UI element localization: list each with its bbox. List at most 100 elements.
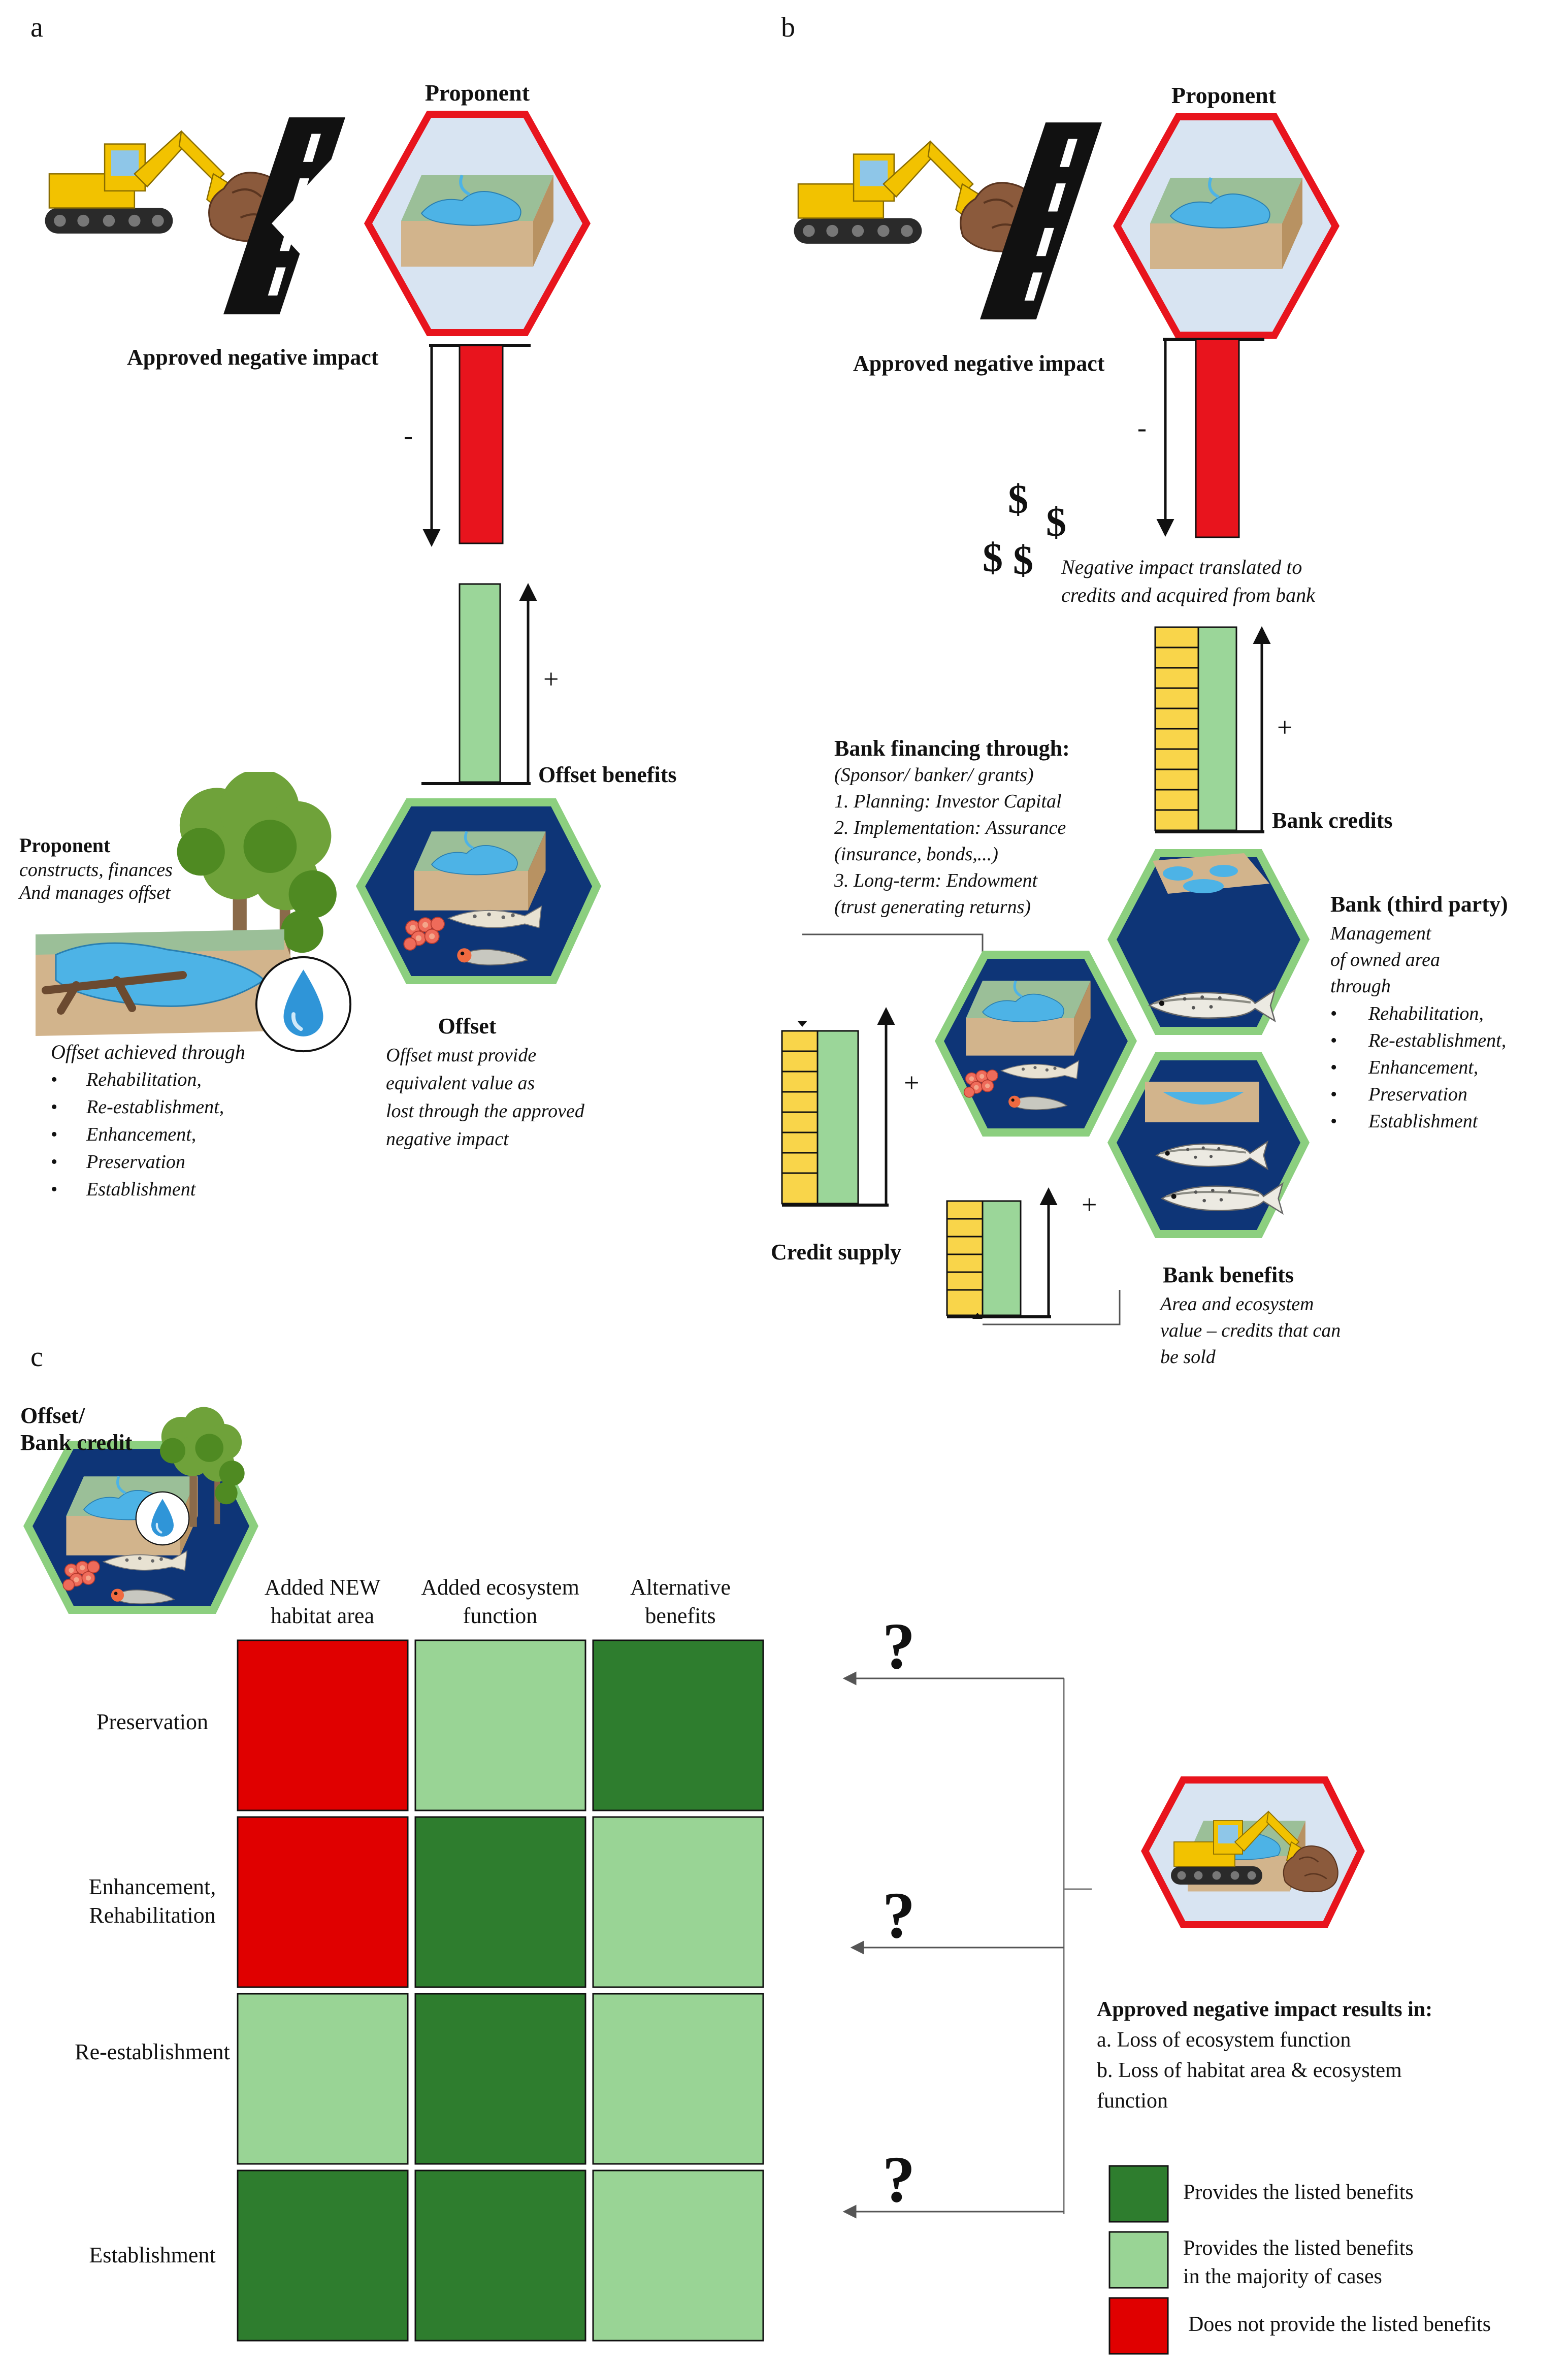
credit-supply-label: Credit supply [771, 1240, 901, 1265]
column-header: Added NEW [265, 1575, 381, 1600]
matrix-cell [237, 1639, 409, 1811]
panel-c: c Offset/ Bank credit Added NEW habitat … [20, 1341, 1491, 2355]
bank-benefits-line: be sold [1160, 1346, 1216, 1368]
column-header: benefits [645, 1603, 715, 1628]
offset-benefits-label: Offset benefits [538, 762, 677, 787]
proponent-desc-title: Proponent [19, 834, 111, 857]
impact-label-b: Approved negative impact [853, 351, 1105, 376]
achieved-list: •Rehabilitation, •Re-establishment, •Enh… [51, 1069, 224, 1200]
bank-credits-stack [1154, 626, 1237, 831]
offset-credit-label-1: Offset/ [20, 1403, 85, 1428]
legend-swatch-none [1108, 2297, 1169, 2355]
panel-a: a Proponent Approved negative impact - +… [18, 12, 677, 1200]
panel-b: b Proponent Approved negative impact - $… [771, 12, 1508, 1368]
matrix-cell [592, 1993, 764, 2165]
offset-desc-2: equivalent value as [386, 1073, 535, 1094]
bank-item: Rehabilitation, [1368, 1003, 1484, 1024]
legend-label: Provides the listed benefits [1183, 2181, 1414, 2204]
legend-swatch-majority [1108, 2231, 1169, 2289]
plus-b: + [1277, 712, 1292, 742]
translated-line-2: credits and acquired from bank [1061, 584, 1316, 606]
landscape-icon [401, 175, 553, 267]
legend: Provides the listed benefits Provides th… [1108, 2165, 1491, 2355]
svg-text:•: • [1330, 1084, 1337, 1105]
matrix-cell [592, 2169, 764, 2342]
legend-label: Does not provide the listed benefits [1188, 2313, 1491, 2336]
offset-desc-1: Offset must provide [386, 1045, 536, 1066]
row-label: Establishment [89, 2243, 215, 2267]
matrix-cell [414, 1639, 586, 1811]
achieved-item: Establishment [86, 1179, 197, 1200]
bank-benefits-line: Area and ecosystem [1159, 1293, 1314, 1315]
matrix-cell [414, 2169, 586, 2342]
bank-line: Management [1330, 923, 1432, 944]
matrix-cell [237, 1816, 409, 1988]
financing-line: (trust generating returns) [834, 896, 1031, 918]
offset-desc-3: lost through the approved [386, 1100, 585, 1122]
water-drop-icon [256, 957, 350, 1051]
proponent-desc-2: And manages offset [18, 882, 171, 903]
impact-label-a: Approved negative impact [127, 345, 379, 370]
svg-text:•: • [51, 1096, 57, 1118]
bank-title: Bank (third party) [1330, 892, 1508, 917]
matrix-row-labels: Preservation Enhancement, Rehabilitation… [75, 1709, 230, 2267]
legend-label: Provides the listed benefits [1183, 2237, 1414, 2260]
svg-text:•: • [51, 1179, 57, 1200]
minus-b: - [1137, 412, 1147, 443]
dollar-signs: $ $ $ $ [983, 477, 1066, 583]
column-header: function [463, 1603, 538, 1628]
offset-credit-label-2: Bank credit [20, 1430, 133, 1455]
achieved-item: Rehabilitation, [86, 1069, 202, 1090]
financing-line: 3. Long-term: Endowment [834, 870, 1038, 891]
svg-text:•: • [1330, 1111, 1337, 1132]
plus-a: + [543, 664, 559, 694]
matrix-cell [414, 1816, 586, 1988]
center-landscape-icon [966, 981, 1090, 1055]
svg-text:•: • [51, 1124, 57, 1145]
offset-title: Offset [438, 1014, 497, 1039]
plus-b2: + [904, 1067, 919, 1098]
svg-text:•: • [1330, 1057, 1337, 1078]
impact-results-line: b. Loss of habitat area & ecosystem [1097, 2059, 1402, 2082]
matrix-cell [414, 1993, 586, 2165]
question-mark: ? [883, 1610, 916, 1683]
benefit-matrix [237, 1639, 764, 2342]
offset-landscape-icon [414, 831, 545, 910]
bank-item: Re-establishment, [1368, 1030, 1506, 1051]
matrix-cell [237, 2169, 409, 2342]
svg-text:•: • [1330, 1030, 1337, 1051]
bank-hexagon-top [1107, 849, 1310, 1035]
proponent-title-a: Proponent [425, 80, 530, 106]
achieved-item: Re-establishment, [86, 1096, 224, 1118]
bank-benefits-line: value – credits that can [1160, 1320, 1341, 1341]
row-label: Rehabilitation [89, 1903, 215, 1928]
plus-b3: + [1082, 1189, 1097, 1220]
bank-item: Establishment [1368, 1111, 1479, 1132]
impact-results-title: Approved negative impact results in: [1097, 1998, 1432, 2021]
svg-text:•: • [51, 1151, 57, 1173]
matrix-cell [592, 1816, 764, 1988]
offset-desc-4: negative impact [386, 1128, 509, 1150]
bank-item: Enhancement, [1368, 1057, 1478, 1078]
impact-results-line: function [1097, 2089, 1168, 2113]
achieved-title: Offset achieved through [51, 1041, 245, 1063]
svg-text:•: • [51, 1069, 57, 1090]
dollar-icon: $ [1013, 538, 1033, 583]
column-header: Alternative [630, 1575, 731, 1600]
panel-b-letter: b [781, 12, 795, 43]
offset-bar-a [459, 583, 501, 783]
panel-a-letter: a [30, 12, 43, 43]
question-mark: ? [883, 2143, 916, 2216]
landscape-icon [1150, 178, 1302, 269]
financing-line: (insurance, bonds,...) [834, 844, 998, 865]
impact-bar-a [459, 344, 504, 544]
matrix-cell [237, 1993, 409, 2165]
bank-line: of owned area [1330, 949, 1440, 970]
proponent-title-b: Proponent [1171, 82, 1277, 108]
proponent-desc-1: constructs, finances [19, 859, 173, 881]
financing-line: 1. Planning: Investor Capital [834, 791, 1062, 812]
bank-benefits-stack [946, 1200, 1022, 1319]
matrix-cell [592, 1639, 764, 1811]
translated-line-1: Negative impact translated to [1061, 556, 1302, 578]
question-connectors: ? ? ? [842, 1610, 1092, 2219]
